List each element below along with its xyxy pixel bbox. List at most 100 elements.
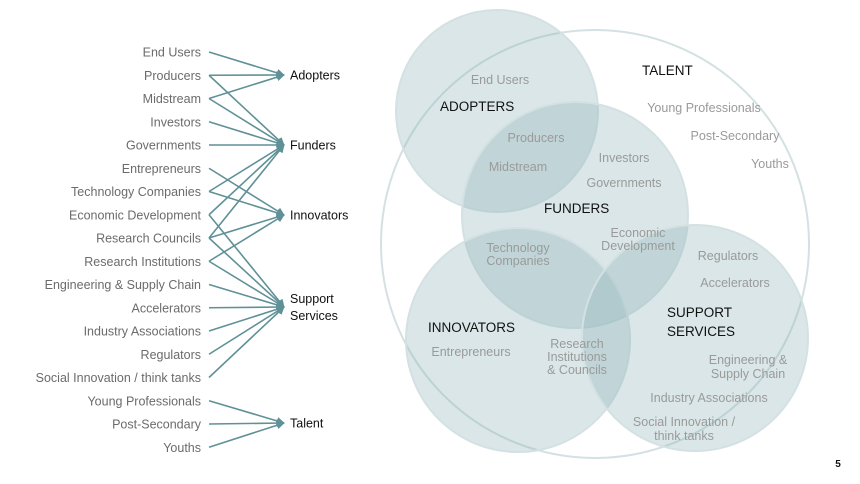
category-label-line: Services [290, 309, 338, 323]
venn-item-social-innovation: Social Innovation /think tanks [633, 415, 736, 443]
venn-item-producers-line: Producers [508, 131, 565, 145]
category-label: Innovators [290, 209, 348, 223]
venn-item-entrepreneurs-line: Entrepreneurs [431, 345, 510, 359]
connector-line [208, 260, 285, 308]
talent-circle [380, 29, 810, 459]
venn-item-governments: Governments [586, 176, 661, 190]
category-label: Talent [290, 417, 324, 431]
source-label: Investors [150, 115, 201, 129]
connector-line [208, 73, 285, 100]
source-label: Midstream [143, 92, 201, 106]
venn-item-midstream-line: Midstream [489, 160, 547, 174]
venn-item-research-institutions-line: & Councils [547, 363, 607, 377]
venn-item-engineering-supply-chain: Engineering &Supply Chain [709, 353, 788, 381]
venn-item-regulators-line: Regulators [698, 249, 758, 263]
source-label: Research Councils [96, 232, 201, 246]
connector-line [208, 306, 285, 379]
connector-line [208, 237, 285, 308]
funders-circle [461, 101, 689, 329]
source-label: Research Institutions [84, 255, 201, 269]
source-label: Young Professionals [87, 394, 201, 408]
venn-item-post-secondary: Post-Secondary [691, 129, 781, 143]
connector-lines [208, 51, 285, 449]
connector-line [208, 74, 285, 146]
source-label: Engineering & Supply Chain [45, 278, 201, 292]
venn-item-end-users-line: End Users [471, 73, 529, 87]
adopters-label: ADOPTERS [440, 99, 514, 114]
innovators-label: INNOVATORS [428, 320, 515, 335]
connector-line [208, 213, 285, 239]
venn-item-youths: Youths [751, 157, 789, 171]
category-label-line: Adopters [290, 69, 340, 83]
source-label: End Users [143, 46, 201, 60]
connector-line [208, 120, 285, 147]
source-label: Entrepreneurs [122, 162, 201, 176]
category-label: Adopters [290, 69, 340, 83]
venn-item-social-innovation-line: Social Innovation / [633, 415, 736, 429]
category-label-line: Support [290, 292, 334, 306]
venn-item-economic-development-line: Development [601, 239, 675, 253]
venn-item-accelerators: Accelerators [700, 276, 769, 290]
venn-item-industry-associations: Industry Associations [650, 391, 767, 405]
venn-item-entrepreneurs: Entrepreneurs [431, 345, 510, 359]
venn-item-research-institutions-line: Institutions [547, 350, 607, 364]
talent-label: TALENT [642, 63, 693, 78]
innovators-circle [405, 227, 631, 453]
venn-item-end-users: End Users [471, 73, 529, 87]
connector-line [208, 303, 285, 312]
connector-line [208, 283, 285, 309]
connector-line [208, 214, 285, 308]
venn-item-governments-line: Governments [586, 176, 661, 190]
connector-line [208, 144, 285, 239]
source-label: Technology Companies [71, 185, 201, 199]
innovators-label-line: INNOVATORS [428, 320, 515, 335]
connector-line [208, 306, 285, 355]
venn-item-technology-companies-line: Companies [486, 254, 549, 268]
venn-item-midstream: Midstream [489, 160, 547, 174]
funders-label: FUNDERS [544, 201, 609, 216]
venn-item-young-professionals: Young Professionals [647, 101, 761, 115]
category-label-line: Innovators [290, 209, 348, 223]
connector-line [208, 97, 285, 146]
support-services-circle [581, 224, 809, 452]
source-label: Social Innovation / think tanks [36, 371, 201, 385]
source-label: Youths [163, 441, 201, 455]
venn-item-investors: Investors [599, 151, 650, 165]
connector-line [208, 144, 285, 193]
source-label: Economic Development [69, 208, 202, 222]
venn-item-investors-line: Investors [599, 151, 650, 165]
talent-label-line: TALENT [642, 63, 693, 78]
source-label: Regulators [141, 348, 201, 362]
venn-item-producers: Producers [508, 131, 565, 145]
source-label: Post-Secondary [112, 418, 202, 432]
venn-item-youths-line: Youths [751, 157, 789, 171]
venn-item-young-professionals-line: Young Professionals [647, 101, 761, 115]
venn-item-accelerators-line: Accelerators [700, 276, 769, 290]
source-list: End UsersProducersMidstreamInvestorsGove… [36, 46, 202, 455]
source-label: Industry Associations [84, 325, 201, 339]
venn-item-research-institutions-line: Research [550, 337, 604, 351]
venn-item-engineering-supply-chain-line: Engineering & [709, 353, 788, 367]
funders-label-line: FUNDERS [544, 201, 609, 216]
support-services-label-line: SERVICES [667, 324, 735, 339]
connector-line [208, 214, 285, 262]
adopters-circle [395, 9, 599, 213]
adopters-label-line: ADOPTERS [440, 99, 514, 114]
connector-line [208, 419, 285, 428]
source-label: Producers [144, 69, 201, 83]
venn-item-technology-companies-line: Technology [486, 241, 550, 255]
source-label: Accelerators [132, 301, 201, 315]
venn-item-post-secondary-line: Post-Secondary [691, 129, 781, 143]
venn-item-economic-development-line: Economic [611, 226, 666, 240]
venn-item-social-innovation-line: think tanks [654, 429, 714, 443]
connector-line [208, 144, 285, 216]
category-label-line: Talent [290, 417, 324, 431]
page-number: 5 [835, 459, 841, 470]
